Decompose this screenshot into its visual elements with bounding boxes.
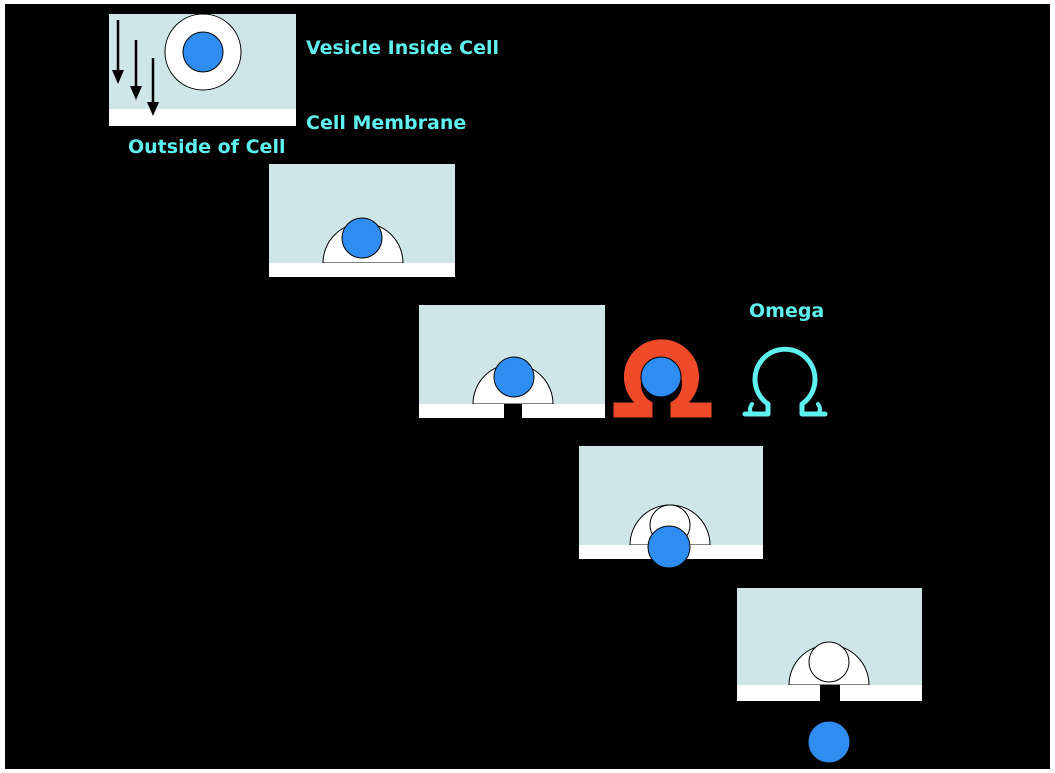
cell-membrane bbox=[269, 263, 455, 277]
cell-membrane-left bbox=[419, 404, 504, 418]
label-cell-membrane: Cell Membrane bbox=[306, 112, 466, 134]
cell-membrane-left bbox=[737, 685, 820, 701]
stage-1-vesicle-inside-cell: Vesicle Inside Cell Cell Membrane Outsid… bbox=[109, 13, 499, 158]
vesicle-cargo bbox=[640, 356, 682, 398]
vesicle-cargo bbox=[341, 217, 383, 259]
arrow-down-icon bbox=[147, 58, 159, 116]
vesicle-inner-empty bbox=[808, 641, 850, 683]
label-outside-of-cell: Outside of Cell bbox=[128, 136, 285, 158]
vesicle-cargo bbox=[647, 525, 691, 569]
cell-membrane-right bbox=[840, 685, 922, 701]
label-omega: Omega bbox=[749, 300, 824, 322]
stage-4-cargo-release bbox=[579, 446, 763, 569]
cell-membrane-right bbox=[522, 404, 605, 418]
fusion-pore bbox=[504, 404, 522, 418]
arrow-down-icon bbox=[130, 40, 142, 100]
omega-red-icon bbox=[612, 338, 713, 419]
released-cargo bbox=[807, 720, 851, 764]
stage-2-vesicle-docking bbox=[269, 164, 455, 277]
label-vesicle-inside-cell: Vesicle Inside Cell bbox=[306, 37, 499, 59]
fusion-pore bbox=[820, 685, 840, 701]
vesicle-cargo bbox=[493, 356, 535, 398]
vesicle-cargo bbox=[182, 31, 224, 73]
cell-membrane bbox=[109, 109, 296, 126]
stage-5-cargo-released bbox=[737, 588, 922, 764]
stage-3-fusion-pore bbox=[419, 305, 605, 418]
arrow-down-icon bbox=[112, 20, 124, 84]
omega-outline-icon bbox=[742, 346, 828, 417]
